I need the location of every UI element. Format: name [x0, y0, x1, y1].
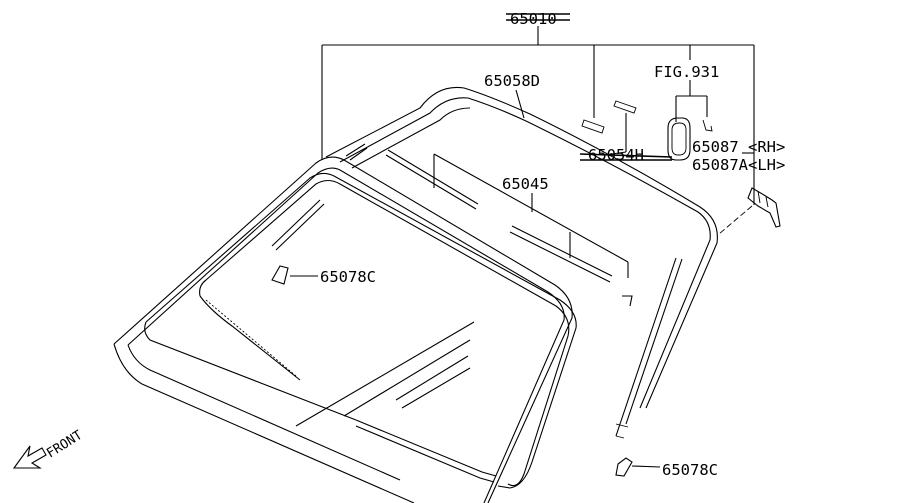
- leader-65058d: [515, 89, 525, 119]
- front-label: FRONT: [44, 428, 85, 462]
- fig-reference-label: FIG.931: [654, 63, 719, 81]
- glass-reflection: [295, 321, 475, 427]
- roof-molding: [325, 86, 718, 409]
- part-number-65078c-upper: 65078C: [320, 268, 376, 286]
- part-number-65045: 65045: [502, 175, 549, 193]
- grommet: [667, 117, 691, 161]
- part-number-65087-rh: 65087 <RH>: [692, 138, 785, 156]
- bottom-dam: [355, 419, 497, 483]
- side-molding-right: [615, 257, 683, 439]
- label-65010: 65010: [506, 10, 570, 28]
- front-arrow-icon: [12, 445, 47, 469]
- small-clip: [702, 119, 713, 132]
- upper-spacer: [271, 199, 325, 285]
- top-bracket: [321, 26, 755, 205]
- fig-reference-leader: [675, 80, 708, 122]
- lower-spacer: [615, 457, 661, 477]
- molding-clip: [718, 187, 781, 235]
- spacer-pads: [581, 100, 637, 156]
- windshield-glass: [113, 156, 577, 503]
- part-number-65087a-lh: 65087A<LH>: [692, 156, 785, 174]
- part-number-65010: 65010: [510, 10, 557, 28]
- dam-rubber: [385, 149, 629, 283]
- label-65054h: 65054H: [579, 146, 673, 164]
- part-number-65078c-lower: 65078C: [662, 461, 718, 479]
- front-direction-indicator: FRONT: [12, 428, 85, 469]
- part-number-65058d: 65058D: [484, 72, 540, 90]
